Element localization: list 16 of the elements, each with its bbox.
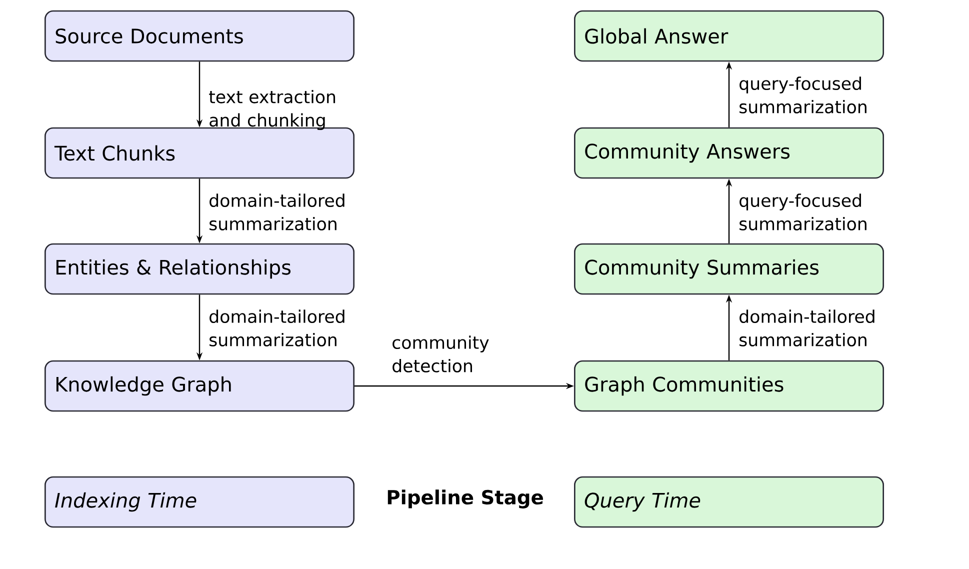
- stage-box: Entities & Relationships: [44, 243, 354, 295]
- stage-box: Indexing Time: [44, 476, 354, 528]
- stage-box: Query Time: [574, 476, 884, 528]
- edge-label: domain-tailored summarization: [210, 310, 344, 346]
- legend-title: Pipeline Stage: [388, 490, 543, 508]
- stage-box: Graph Communities: [574, 360, 884, 412]
- stage-box: Community Answers: [574, 127, 884, 179]
- edge-label: community detection: [392, 336, 489, 372]
- edge-label: query-focused summarization: [740, 194, 866, 230]
- edge-label: query-focused summarization: [740, 76, 866, 114]
- edge-label: domain-tailored summarization: [210, 194, 344, 230]
- stage-box: Global Answer: [574, 10, 884, 62]
- stage-box: Source Documents: [44, 10, 354, 62]
- edge-label: domain-tailored summarization: [740, 310, 874, 346]
- stage-box: Community Summaries: [574, 243, 884, 295]
- stage-box: Knowledge Graph: [44, 360, 354, 412]
